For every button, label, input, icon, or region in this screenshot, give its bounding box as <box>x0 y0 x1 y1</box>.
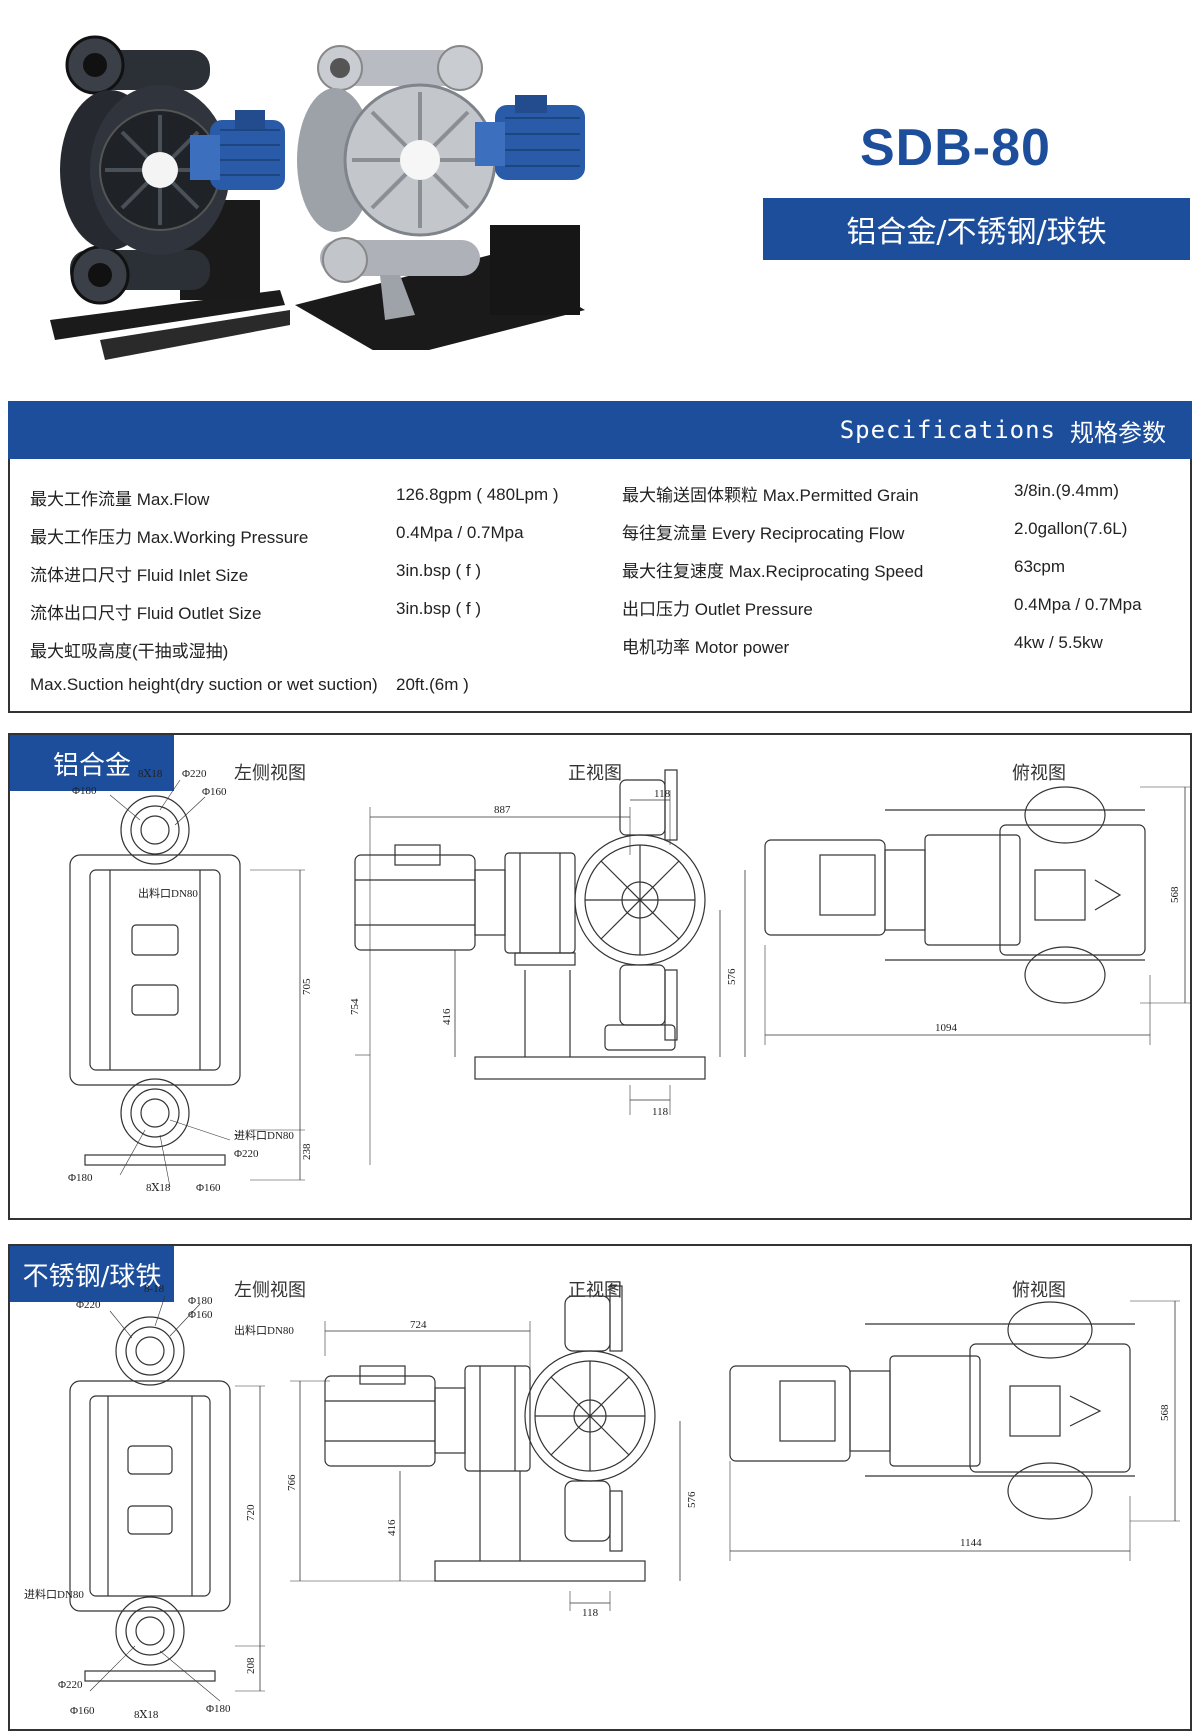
dim-label: Φ180 <box>206 1703 231 1715</box>
dim-label: 出料口DN80 <box>138 886 198 900</box>
dim-label: 238 <box>301 1143 313 1160</box>
dim-label: 出料口DN80 <box>234 1323 294 1337</box>
dim-label: 887 <box>494 804 511 816</box>
spec-value: 0.4Mpa / 0.7Mpa <box>396 523 524 542</box>
dim-label: 724 <box>410 1319 427 1331</box>
dim-label: 754 <box>349 998 361 1015</box>
dim-label: 416 <box>441 1008 453 1025</box>
spec-label: 电机功率 Motor power <box>622 638 790 657</box>
view-label-left: 左侧视图 <box>234 1280 306 1301</box>
spec-label: 每往复流量 Every Reciprocating Flow <box>622 524 905 543</box>
dim-label: 8Ⅹ18 <box>138 768 163 780</box>
spec-label: 最大工作压力 Max.Working Pressure <box>30 528 309 547</box>
dim-label: Φ160 <box>188 1309 213 1321</box>
dim-label: 1094 <box>935 1022 958 1034</box>
panel-tag: 铝合金 <box>10 735 174 791</box>
spec-value: 0.4Mpa / 0.7Mpa <box>1014 595 1142 614</box>
dim-label: 118 <box>654 788 671 800</box>
dim-label: 576 <box>686 1491 698 1508</box>
spec-value: 126.8gpm ( 480Lpm ) <box>396 485 559 504</box>
spec-value: 63cpm <box>1014 557 1066 576</box>
dim-label: Φ180 <box>68 1172 93 1184</box>
view-label-top: 俯视图 <box>1012 763 1066 784</box>
dim-label: 进料口DN80 <box>24 1587 84 1601</box>
dim-label: Φ180 <box>188 1295 213 1307</box>
specifications-table: 最大工作流量 Max.Flow 126.8gpm ( 480Lpm ) 最大工作… <box>8 459 1192 713</box>
dim-label: Φ180 <box>72 785 97 797</box>
spec-label: 最大虹吸高度(干抽或湿抽) <box>30 642 229 661</box>
spec-value: 2.0gallon(7.6L) <box>1014 519 1128 538</box>
view-label-front: 正视图 <box>568 763 622 784</box>
dim-label: 1144 <box>960 1537 982 1549</box>
dim-label: 576 <box>726 968 738 985</box>
spec-label: 出口压力 Outlet Pressure <box>622 600 813 619</box>
dim-label: 118 <box>582 1607 599 1619</box>
material-bar: 铝合金/不锈钢/球铁 <box>763 198 1190 260</box>
spec-value: 20ft.(6m ) <box>396 675 469 694</box>
spec-value: 3in.bsp ( f ) <box>396 561 482 580</box>
drawing-panel-aluminum: 铝合金 左侧视图 正视图 俯视图 <box>8 733 1192 1220</box>
dim-label: Φ160 <box>70 1705 95 1717</box>
dim-label: 720 <box>245 1504 257 1521</box>
dim-label: 568 <box>1159 1404 1171 1421</box>
panel-tag: 不锈钢/球铁 <box>10 1246 174 1302</box>
technical-drawing-aluminum: Φ180 8Ⅹ18 Φ220 Φ160 出料口DN80 进料口DN80 Φ220… <box>68 768 1190 1194</box>
dim-label: 进料口DN80 <box>234 1128 294 1142</box>
specifications-header: Specifications 规格参数 <box>8 401 1192 459</box>
spec-title-cn: 规格参数 <box>1070 418 1166 447</box>
dim-label: 208 <box>245 1657 257 1674</box>
dim-label: Φ160 <box>202 786 227 798</box>
spec-value: 4kw / 5.5kw <box>1014 633 1103 652</box>
drawing-panel-stainless: 不锈钢/球铁 左侧视图 正视图 俯视图 <box>8 1244 1192 1731</box>
spec-label: 最大输送固体颗粒 Max.Permitted Grain <box>622 486 919 505</box>
product-image-black-pump <box>50 35 290 360</box>
dim-label: Φ220 <box>76 1299 101 1311</box>
spec-title-en: Specifications <box>839 416 1056 444</box>
spec-label: 最大工作流量 Max.Flow <box>30 490 210 509</box>
dim-label: 766 <box>286 1474 298 1491</box>
spec-label: Max.Suction height(dry suction or wet su… <box>30 675 378 694</box>
spec-label: 最大往复速度 Max.Reciprocating Speed <box>622 562 924 581</box>
dim-label: Φ220 <box>58 1679 83 1691</box>
dim-label: 8-18 <box>144 1283 165 1295</box>
view-label-top: 俯视图 <box>1012 1280 1066 1301</box>
technical-drawing-stainless: Φ220 8-18 Φ180 Φ160 出料口DN80 进料口DN80 Φ220… <box>24 1283 1180 1721</box>
dim-label: 8Ⅹ18 <box>146 1182 171 1194</box>
dim-label: Φ160 <box>196 1182 221 1194</box>
dim-label: 8Ⅹ18 <box>134 1709 159 1721</box>
dim-label: 705 <box>301 978 313 995</box>
dim-label: Φ220 <box>234 1148 259 1160</box>
dim-label: 416 <box>386 1519 398 1536</box>
spec-label: 流体出口尺寸 Fluid Outlet Size <box>30 604 262 623</box>
dim-label: Φ220 <box>182 768 207 780</box>
spec-label: 流体进口尺寸 Fluid Inlet Size <box>30 566 249 585</box>
dim-label: 568 <box>1169 886 1181 903</box>
spec-value: 3/8in.(9.4mm) <box>1014 481 1119 500</box>
model-title: SDB-80 <box>860 119 1051 177</box>
view-label-left: 左侧视图 <box>234 763 306 784</box>
dim-label: 118 <box>652 1106 669 1118</box>
product-image-silver-pump <box>295 45 585 350</box>
spec-value: 3in.bsp ( f ) <box>396 599 482 618</box>
